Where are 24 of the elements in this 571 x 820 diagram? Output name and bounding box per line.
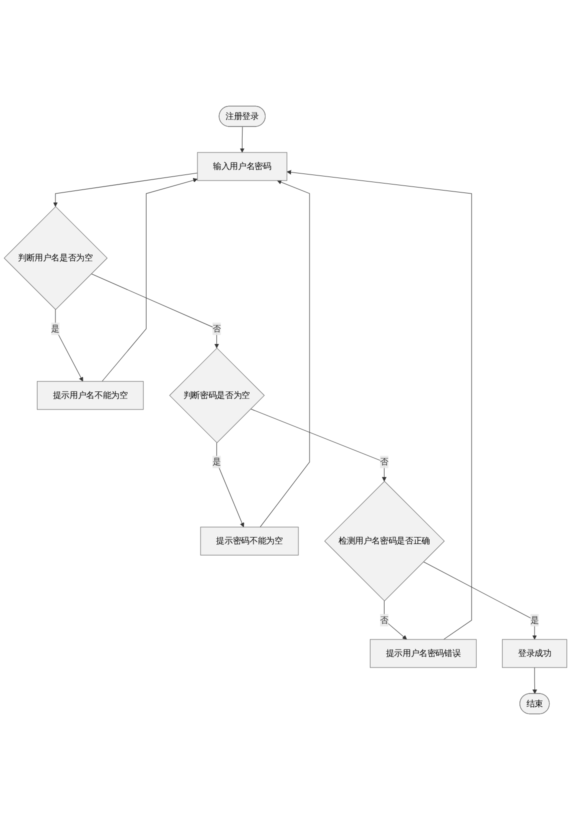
edge-label: 是 xyxy=(530,614,539,625)
edge-label: 否 xyxy=(380,456,388,467)
arrow xyxy=(216,442,244,528)
node-box: 输入用户名密码 xyxy=(197,152,288,181)
edge-label: 否 xyxy=(212,324,221,334)
node-box: 提示密码不能为空 xyxy=(200,526,299,556)
arrow xyxy=(102,178,198,382)
node-diamond: 判断密码是否为空 xyxy=(169,348,265,444)
edge-label: 否 xyxy=(380,614,388,625)
arrow xyxy=(240,126,244,153)
arrow xyxy=(423,561,537,640)
arrow xyxy=(90,274,219,348)
edge-label: 是 xyxy=(51,324,60,334)
arrow xyxy=(55,309,84,382)
node-diamond: 判断用户名是否为空 xyxy=(4,206,108,310)
arrow xyxy=(53,172,198,207)
arrow xyxy=(532,667,538,694)
node-box: 登录成功 xyxy=(502,639,568,668)
arrow xyxy=(250,408,386,482)
node-diamond: 检测用户名密码是否正确 xyxy=(324,480,445,602)
arrow xyxy=(260,180,310,528)
node-box: 提示用户名密码错误 xyxy=(370,639,477,668)
node-box: 提示用户名不能为空 xyxy=(36,381,144,410)
edge-label: 是 xyxy=(212,456,221,467)
